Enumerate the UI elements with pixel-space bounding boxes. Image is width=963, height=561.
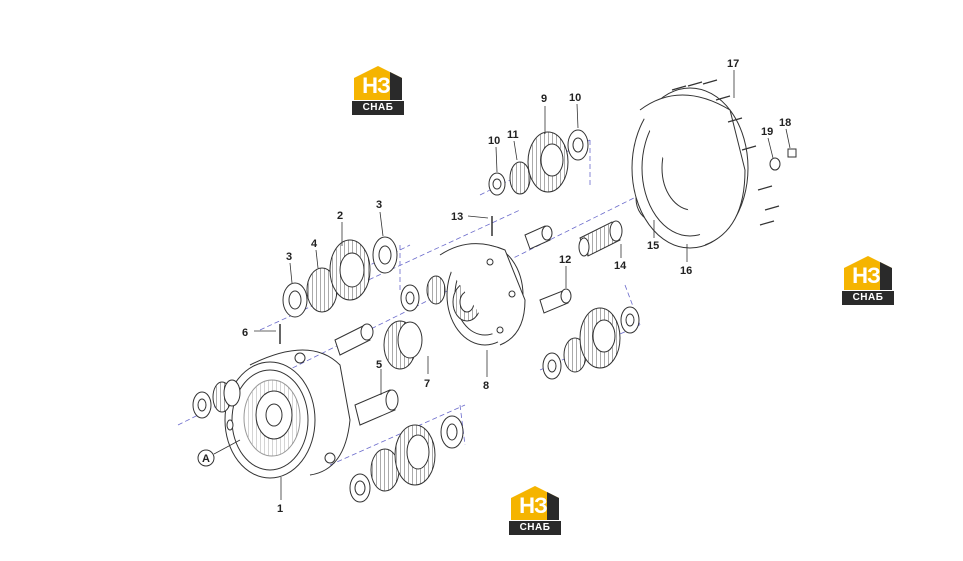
view-a-label: A <box>202 453 210 465</box>
callouts: 1 2 3 3 4 5 6 7 8 9 10 10 11 12 13 14 15… <box>242 58 791 515</box>
house-logo-icon <box>352 66 404 115</box>
callout-1: 1 <box>277 503 283 515</box>
callout-11: 11 <box>507 129 519 141</box>
callout-13: 13 <box>451 211 463 223</box>
callout-7: 7 <box>424 378 430 390</box>
callout-4: 4 <box>311 238 318 250</box>
callout-8: 8 <box>483 380 489 392</box>
brand-logo-right: НЗ СНАБ <box>840 254 896 306</box>
view-a-marker: A <box>197 439 241 467</box>
carrier-part-8 <box>426 243 526 346</box>
callout-18: 18 <box>779 117 791 129</box>
left-bearing <box>192 379 241 431</box>
plug-part-18 <box>787 148 797 158</box>
callout-12: 12 <box>559 254 571 266</box>
shaft-part-5 <box>334 323 399 426</box>
washer-part-19 <box>769 157 781 171</box>
planet-stack-lower <box>349 415 464 503</box>
housing-part-1 <box>224 349 351 479</box>
sun-shaft-part-14 <box>578 220 623 257</box>
gear-set-upper <box>488 129 589 196</box>
logo-main-text: НЗ <box>362 73 391 98</box>
callout-17: 17 <box>727 58 739 70</box>
callout-6: 6 <box>242 327 248 339</box>
logo-main-text: НЗ <box>519 493 548 518</box>
callout-3-upper: 3 <box>376 199 382 211</box>
leader-lines <box>254 70 791 500</box>
brand-logo-bottom: НЗ СНАБ <box>507 484 563 536</box>
logo-sub-text: СНАБ <box>362 102 394 113</box>
logo-sub-text: СНАБ <box>519 522 551 533</box>
bolts-part-17 <box>671 79 780 226</box>
callout-19: 19 <box>761 126 773 138</box>
callout-16: 16 <box>680 265 692 277</box>
logo-main-text: НЗ <box>852 263 881 288</box>
callout-2: 2 <box>337 210 343 222</box>
end-cover-part-16 <box>631 87 749 249</box>
callout-15: 15 <box>647 240 659 252</box>
house-logo-icon <box>842 256 894 305</box>
callout-10-lower: 10 <box>488 135 500 147</box>
house-logo-icon <box>509 486 561 535</box>
callout-9: 9 <box>541 93 547 105</box>
callout-3-lower: 3 <box>286 251 292 263</box>
shaft-part-12 <box>524 225 572 314</box>
gear-set-lower-right <box>542 306 640 380</box>
callout-5: 5 <box>376 359 382 371</box>
callout-10-upper: 10 <box>569 92 581 104</box>
brand-logo-top: НЗ СНАБ <box>350 64 406 116</box>
gear-part-7 <box>383 284 423 370</box>
callout-14: 14 <box>614 260 627 272</box>
logo-sub-text: СНАБ <box>852 292 884 303</box>
planet-stack-upper <box>282 236 398 318</box>
